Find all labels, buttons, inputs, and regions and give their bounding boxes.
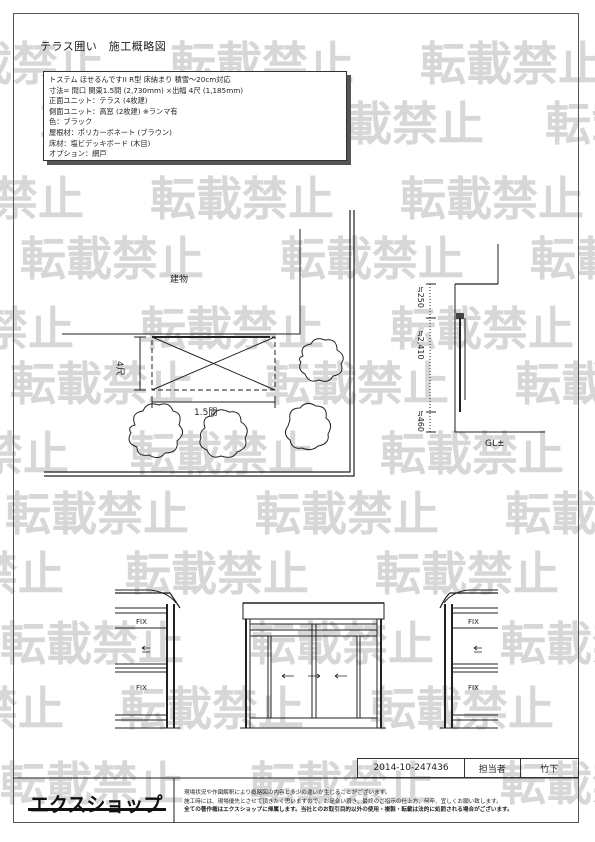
ground-label: GL±	[485, 439, 505, 449]
spec-line: オプション：網戸	[49, 149, 107, 159]
spec-line: 正面ユニット：テラス (4枚建)	[49, 96, 148, 106]
fix-label: FIX	[468, 618, 479, 626]
spec-box: トステム ほせるんですII R型 床納まり 積雪～20cm対応 寸法= 間口 関…	[43, 71, 347, 161]
building-outline	[62, 229, 301, 335]
spec-line: 側面ユニット：高窓 (2枚建) ※ランマ有	[49, 106, 178, 116]
boundary-inner-line	[44, 210, 355, 477]
doc-number: 2014-10-247436	[358, 759, 466, 777]
section-wall	[454, 284, 545, 433]
spec-line: 色：ブラック	[49, 117, 93, 127]
footer-note: 現場状況や作図解釈により概略図の内容と多少の違いが生じることがございます。	[184, 790, 391, 796]
fix-label: FIX	[136, 684, 147, 692]
person-label: 担当者	[465, 759, 521, 777]
shrub	[284, 402, 332, 451]
width-label: 1.5間	[194, 407, 217, 418]
spec-line: トステム ほせるんですII R型 床納まり 積雪～20cm対応	[49, 75, 231, 84]
depth-label: 4尺	[114, 361, 125, 376]
drawing-frame	[13, 13, 579, 823]
footer-info-table: 2014-10-247436 担当者 竹下	[357, 758, 579, 778]
boundary-line	[44, 210, 351, 473]
section-roof-unit	[456, 313, 464, 319]
brand-logo: エクスショップ	[30, 793, 163, 817]
spec-line: 寸法= 間口 関東1.5間 (2,730mm) ×出幅 4尺 (1,185mm)	[49, 85, 244, 95]
person-name: 竹下	[540, 764, 559, 775]
fix-label: FIX	[136, 618, 147, 626]
brand-underline	[28, 808, 166, 811]
front-elevation	[240, 602, 386, 729]
right-side-elevation	[439, 589, 498, 729]
footer-note: 施工時には、現場優先とさせて頂きたく思いますので、お足合い頂き、最終のご指示の仕…	[184, 798, 502, 805]
section-dim-top: ≒250	[416, 286, 425, 308]
section-dim-bottom: ≒460	[416, 410, 425, 432]
building-label: 建物	[170, 273, 188, 285]
left-side-elevation	[115, 589, 181, 729]
footer-note: 全ての著作権はエクスショップに帰属します。当社とのお取引目的以外の使用・複製・転…	[184, 807, 513, 814]
section-dim-mid: ≒2,410	[416, 330, 425, 360]
footer-notes: 現場状況や作図解釈により概略図の内容と多少の違いが生じることがございます。 施工…	[184, 789, 513, 815]
spec-line: 屋根材：ポリカーボネート (ブラウン)	[49, 127, 172, 137]
drawing-title: テラス囲い 施工概略図	[40, 40, 167, 53]
spec-line: 床材：塩ビデッキボード (木目)	[49, 138, 151, 148]
terrace-plan-cross	[151, 336, 276, 391]
shrub	[298, 338, 344, 382]
shrub	[128, 403, 183, 459]
shrub	[199, 409, 248, 458]
fix-label: FIX	[468, 684, 479, 692]
